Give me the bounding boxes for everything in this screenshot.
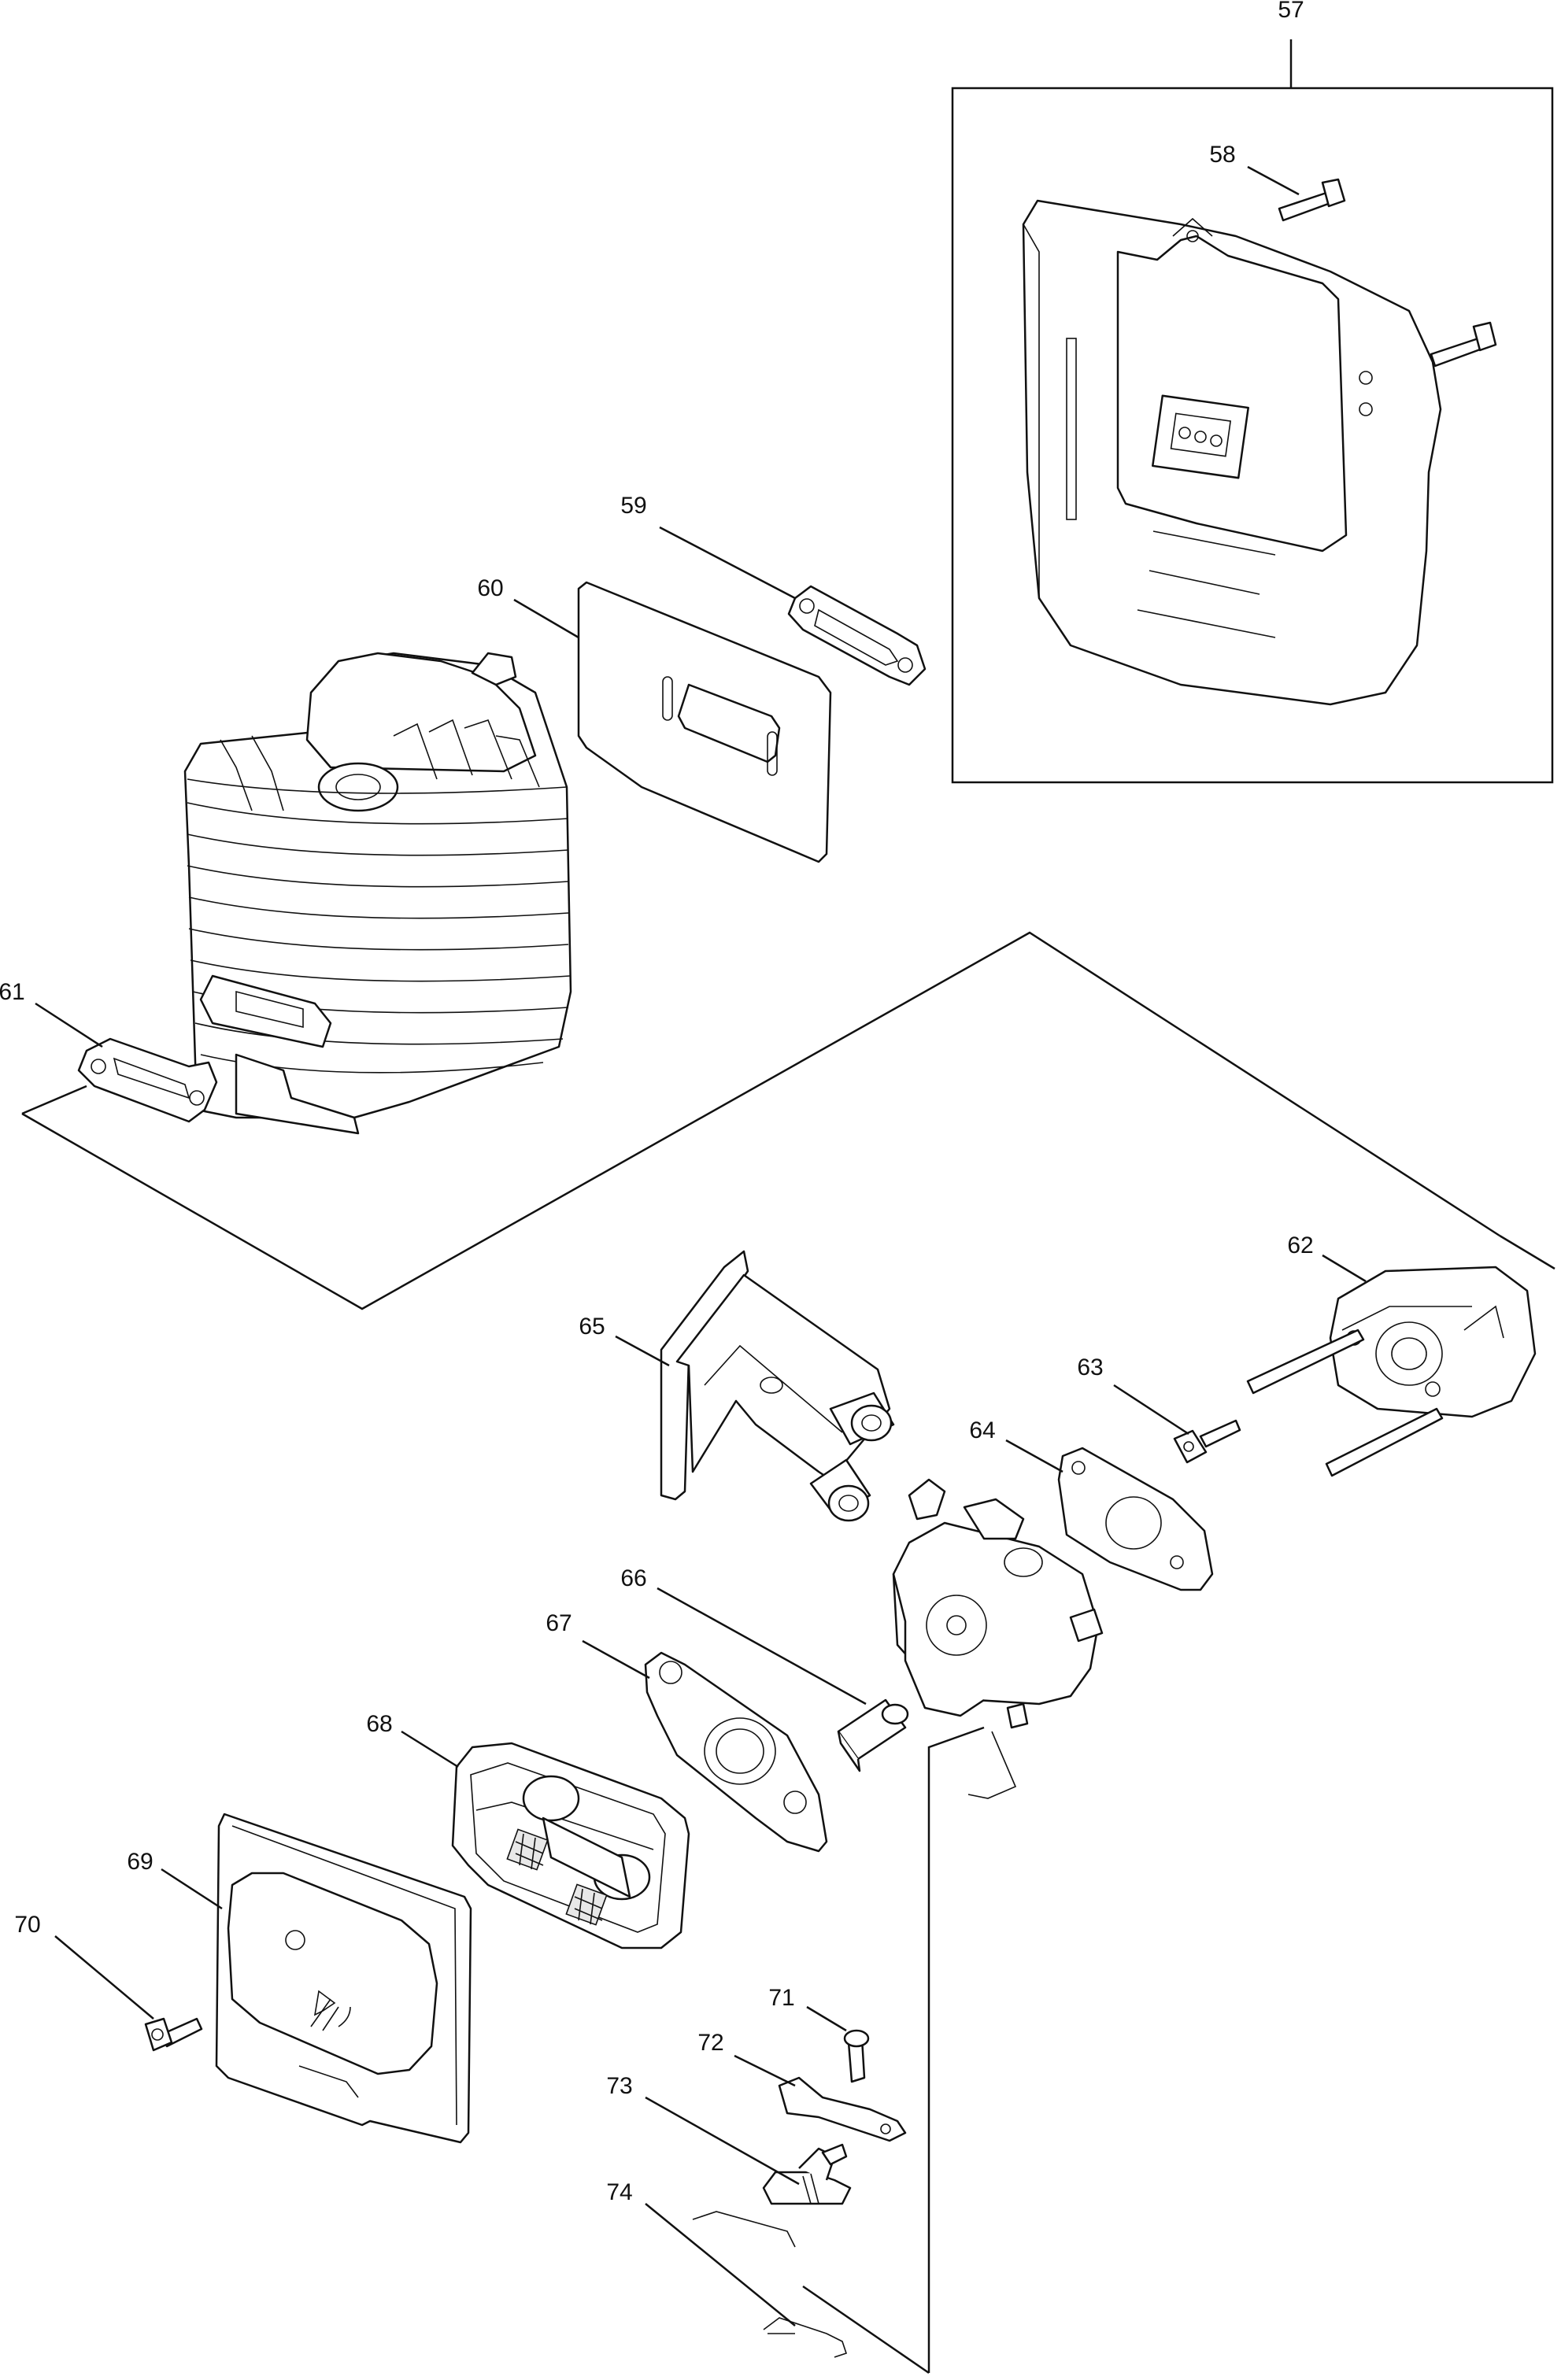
leader-69	[806, 2005, 847, 2032]
cylinder	[183, 652, 572, 1135]
spacer-70	[837, 1698, 909, 1772]
screw-63	[1173, 1419, 1241, 1464]
gasket-59	[787, 585, 927, 686]
heat-shield-60	[577, 581, 832, 863]
air-filter-cover-73	[215, 1813, 472, 2144]
leader-61	[35, 1002, 103, 1048]
bracket-68	[778, 2076, 907, 2142]
callout-66: 73	[606, 2073, 632, 2099]
frame-line-c	[1499, 1234, 1555, 1270]
leader-63	[1113, 1384, 1189, 1436]
gasket-61	[77, 1037, 218, 1123]
screw-69	[843, 2029, 870, 2083]
screw-58b	[1430, 321, 1497, 368]
screw-58	[1278, 178, 1346, 222]
throttle-lever-66	[692, 2143, 852, 2248]
muffler-assembly-group: 57 58	[951, 0, 1554, 784]
callout-65: 65	[579, 1314, 605, 1340]
muffler-assembly-box	[951, 87, 1554, 784]
callout-69: 71	[768, 1985, 794, 2011]
callout-71: 67	[546, 1610, 572, 1636]
callout-62: 62	[1287, 1232, 1313, 1258]
callout-72: 68	[366, 1711, 392, 1737]
callout-68: 72	[697, 2030, 723, 2056]
callout-70: 66	[620, 1565, 646, 1591]
leader-60	[513, 598, 579, 639]
callout-59: 59	[620, 493, 646, 519]
leader-68	[734, 2054, 796, 2087]
leader-72	[401, 1730, 459, 1768]
muffler	[1022, 199, 1442, 706]
spring-67	[763, 2317, 848, 2358]
stud-upper	[1246, 1329, 1365, 1395]
callout-73: 69	[127, 1849, 153, 1875]
callout-63: 63	[1077, 1354, 1103, 1380]
callout-57: 57	[1278, 0, 1304, 23]
leader-64	[1005, 1439, 1063, 1473]
screw-74	[144, 2017, 203, 2052]
bracket-65	[660, 1250, 895, 1522]
leader-67	[645, 2203, 796, 2326]
gasket-64	[1057, 1447, 1214, 1591]
callout-60: 60	[477, 575, 503, 601]
stud-lower	[1325, 1407, 1444, 1477]
leader-58	[1247, 165, 1300, 196]
frame-line-a	[21, 1085, 87, 1115]
leader-59	[659, 526, 796, 600]
carburetor	[892, 1478, 1104, 1799]
leader-71	[582, 1639, 650, 1680]
gasket-71	[644, 1651, 828, 1853]
air-filter-72	[451, 1742, 690, 1949]
leader-70	[657, 1587, 867, 1706]
frame-line-b	[21, 931, 1500, 1310]
frame-line-d	[927, 1726, 985, 2373]
frame-line-e	[802, 2285, 930, 2374]
callout-58: 58	[1209, 142, 1235, 168]
intake-manifold-62	[1329, 1266, 1537, 1418]
leader-73	[161, 1868, 223, 1910]
callout-61: 61	[0, 979, 25, 1005]
leader-74	[54, 1935, 154, 2020]
callout-67: 74	[606, 2179, 632, 2205]
leader-66	[645, 2096, 800, 2186]
callout-74: 70	[14, 1912, 40, 1938]
callout-64: 64	[969, 1417, 995, 1443]
leader-62	[1322, 1254, 1367, 1283]
leader-65	[615, 1335, 670, 1367]
